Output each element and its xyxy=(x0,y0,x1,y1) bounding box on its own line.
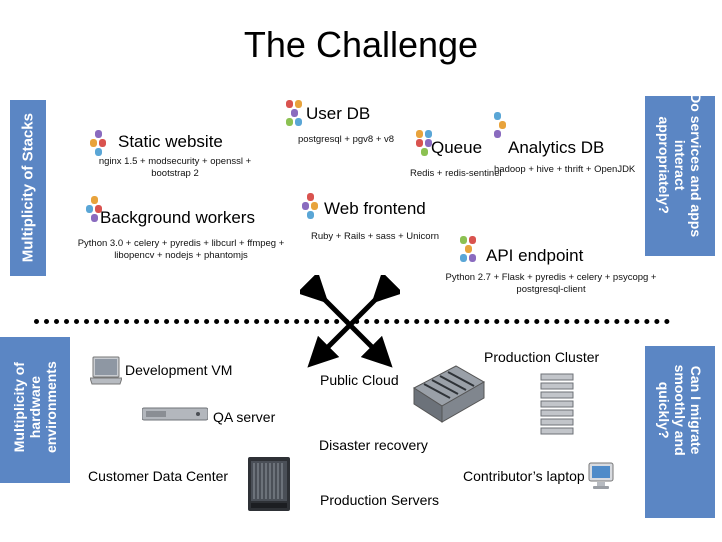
multiplicity-of-stacks-box: Multiplicity of Stacks xyxy=(10,100,46,276)
public-cloud-label: Public Cloud xyxy=(320,372,399,388)
static-website-name: Static website xyxy=(118,132,223,151)
user-db-name: User DB xyxy=(306,104,371,123)
hexagon-cluster-icon xyxy=(494,112,508,138)
migrate-question-label: Can I migrate smoothly and quickly? xyxy=(655,364,705,456)
web-frontend-name: Web frontend xyxy=(324,199,426,218)
double-arrow-icon xyxy=(300,275,400,368)
disaster-recovery-label: Disaster recovery xyxy=(319,437,428,453)
production-servers-label: Production Servers xyxy=(320,492,440,508)
background-workers-name: Background workers xyxy=(100,208,255,227)
queue-name: Queue xyxy=(431,138,483,157)
static-website-desc: nginx 1.5 + modsecurity + openssl + boot… xyxy=(98,156,252,180)
api-endpoint-name: API endpoint xyxy=(486,246,584,265)
data-center-icon xyxy=(413,365,486,423)
analytics-db-desc: hadoop + hive + thrift + OpenJDK xyxy=(494,164,636,175)
contributors-laptop-label: Contributor’s laptop xyxy=(463,468,585,484)
hexagon-cluster-icon xyxy=(286,100,304,126)
queue-desc: Redis + redis-sentinel xyxy=(410,168,502,179)
hexagon-cluster-icon xyxy=(460,236,478,262)
interact-question-label: Do services and apps interact appropriat… xyxy=(655,93,705,238)
blade-server-icon xyxy=(248,457,290,511)
migrate-question-box: Can I migrate smoothly and quickly? xyxy=(645,346,715,518)
desktop-icon xyxy=(588,462,614,489)
interact-question-box: Do services and apps interact appropriat… xyxy=(645,93,715,256)
user-db-desc: postgresql + pgv8 + v8 xyxy=(297,134,395,145)
page-title: The Challenge xyxy=(243,24,479,65)
background-workers-desc: Python 3.0 + celery + pyredis + libcurl … xyxy=(77,238,285,262)
hexagon-cluster-icon xyxy=(302,193,320,219)
server-rack-icon xyxy=(540,373,574,435)
web-frontend-desc: Ruby + Rails + sass + Unicorn xyxy=(310,231,440,242)
development-vm-label: Development VM xyxy=(125,362,233,378)
customer-data-center-label: Customer Data Center xyxy=(88,468,229,484)
multiplicity-hardware-label: Multiplicity of hardware environments xyxy=(10,361,60,454)
analytics-db-name: Analytics DB xyxy=(508,138,605,157)
multiplicity-hardware-box: Multiplicity of hardware environments xyxy=(0,337,70,483)
hexagon-cluster-icon xyxy=(90,130,108,156)
laptop-icon xyxy=(90,356,122,385)
multiplicity-of-stacks-label: Multiplicity of Stacks xyxy=(19,113,37,263)
api-endpoint-desc: Python 2.7 + Flask + pyredis + celery + … xyxy=(445,272,657,296)
hexagon-cluster-icon xyxy=(416,130,434,158)
server-icon xyxy=(142,407,208,421)
hexagon-cluster-icon xyxy=(86,196,104,222)
production-cluster-label: Production Cluster xyxy=(484,349,600,365)
qa-server-label: QA server xyxy=(213,409,276,425)
